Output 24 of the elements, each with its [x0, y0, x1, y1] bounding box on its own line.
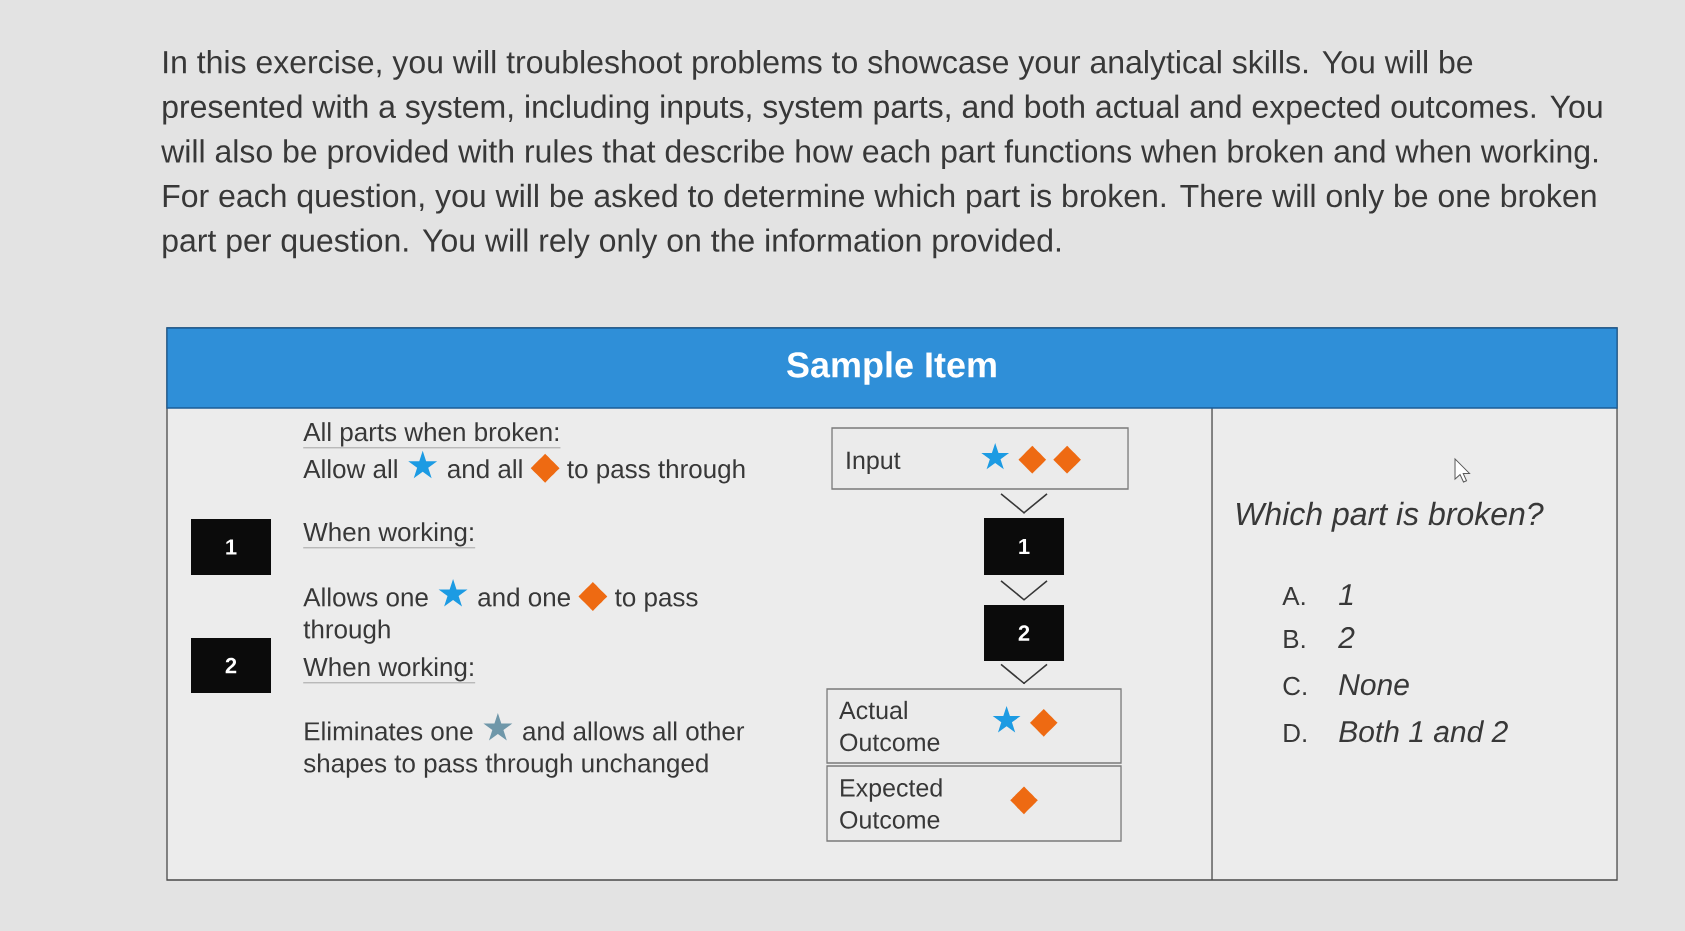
option-letter: B.: [1284, 630, 1305, 648]
option-text: None: [1339, 674, 1409, 696]
rule-heading: All parts when broken:: [303, 422, 561, 448]
header-band: Sample Item: [166, 327, 1618, 409]
rule-text: Eliminates one ★ and allows all other shapes to pass through unchanged: [303, 713, 745, 778]
option-letter: A.: [1282, 587, 1305, 605]
question-text: Which part is broken?: [1237, 501, 1544, 532]
option-text: 1: [1339, 584, 1353, 605]
rule-text: Allows one ★ and one ◆ to pass through: [303, 579, 698, 644]
option-letter: C.: [1283, 676, 1306, 696]
part-number-box: 2: [984, 605, 1064, 661]
flow-box: Expected Outcome ◆: [826, 765, 1122, 842]
rule-heading: When working:: [303, 522, 476, 548]
flow-box: Actual Outcome ★ ◆: [826, 688, 1122, 764]
rule-heading: When working:: [303, 657, 476, 683]
option-text: 2: [1338, 627, 1355, 648]
rule-text: Allow all ★ and all ◆ to pass through: [303, 450, 745, 484]
flow-box: Input ★ ◆ ◆: [831, 427, 1129, 490]
option-letter: D.: [1284, 724, 1306, 742]
instruction-text: In this exercise, you will troubleshoot problems to showcase your analytical skills. You will be presented with a system, including inputs, system parts, and both actual and expected outcomes. You will also be provided with rules that describe how each part functions when broken and when working. For each question, you will be asked to determine which part is broken. There will only be one broken part per question. You will rely only on the information provided.: [161, 50, 1602, 259]
part-number-box: 2: [191, 638, 271, 693]
part-number-box: 1: [984, 518, 1064, 575]
option-text: Both 1 and 2: [1339, 720, 1508, 743]
part-number-box: 1: [191, 519, 271, 575]
